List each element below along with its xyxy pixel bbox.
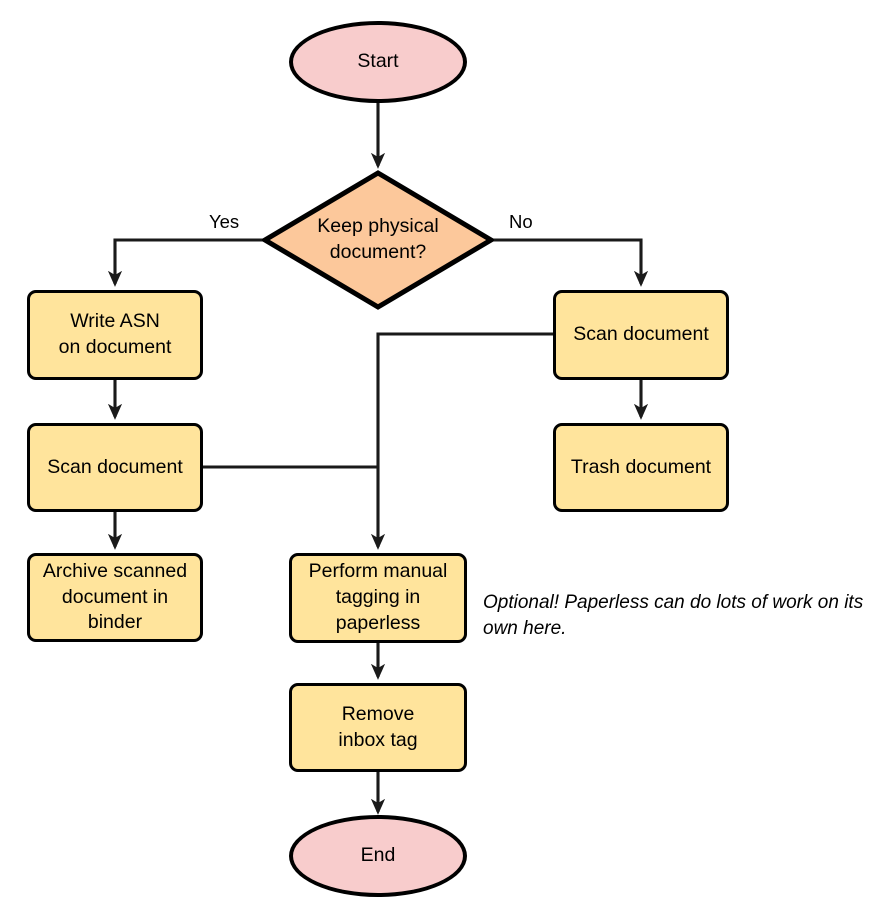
node-scan-document-right-label: Scan document xyxy=(573,323,709,346)
edge-scan-right-to-tagging xyxy=(370,332,553,550)
node-perform-manual-tagging[interactable]: Perform manual tagging in paperless xyxy=(289,553,467,643)
edge-decision-yes-to-write-asn xyxy=(107,238,264,287)
node-remove-inbox-tag[interactable]: Remove inbox tag xyxy=(289,683,467,772)
diamond-shape xyxy=(262,170,494,310)
node-tagging-label: Perform manual tagging in paperless xyxy=(308,560,448,634)
node-remove-inbox-tag-label: Remove inbox tag xyxy=(338,702,418,751)
node-trash-document-label: Trash document xyxy=(570,455,712,478)
node-end[interactable]: End xyxy=(289,815,467,897)
node-write-asn-on-document[interactable]: Write ASN on document xyxy=(27,290,203,380)
node-write-asn-label: Write ASN on document xyxy=(58,310,172,358)
node-scan-document-right[interactable]: Scan document xyxy=(553,290,729,380)
node-end-label: End xyxy=(360,844,396,867)
node-archive-label: Archive scanned document in binder xyxy=(42,559,188,634)
edge-label-yes-text: Yes xyxy=(209,211,240,232)
edge-label-yes: Yes xyxy=(209,211,239,233)
annotation-optional-note-text: Optional! Paperless can do lots of work … xyxy=(483,592,864,639)
node-archive-scanned-document[interactable]: Archive scanned document in binder xyxy=(27,553,203,642)
annotation-optional-note: Optional! Paperless can do lots of work … xyxy=(483,590,883,641)
node-scan-document-left-label: Scan document xyxy=(47,455,183,478)
edge-label-no: No xyxy=(509,211,533,233)
node-keep-physical-document-decision[interactable]: Keep physical document? xyxy=(262,170,494,310)
edge-decision-no-to-scan-right xyxy=(492,238,649,287)
edge-label-no-text: No xyxy=(509,211,533,232)
node-start-label: Start xyxy=(357,50,399,73)
node-start[interactable]: Start xyxy=(289,21,467,103)
node-trash-document[interactable]: Trash document xyxy=(553,423,729,512)
node-scan-document-left[interactable]: Scan document xyxy=(27,423,203,512)
